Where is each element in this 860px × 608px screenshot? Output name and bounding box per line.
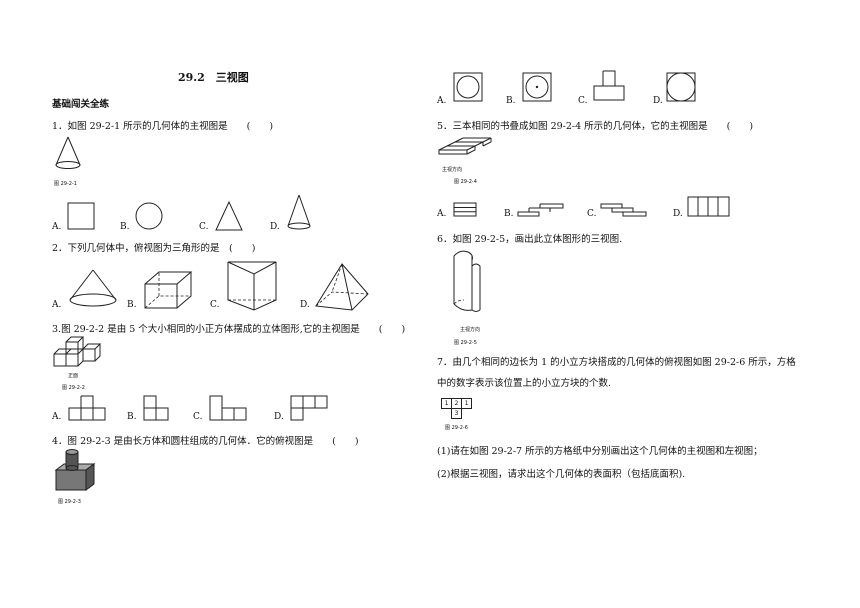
q4-option-d-view	[666, 72, 696, 102]
q1-cone-figure	[55, 136, 81, 169]
section-heading: 基础闯关全练	[52, 99, 110, 110]
question-6-text: 6．如图 29-2-5，画出此立体图形的三视图.	[437, 234, 623, 245]
grid-cell: 3	[451, 408, 462, 419]
question-4-text: 4．图 29-2-3 是由长方体和圆柱组成的几何体．它的俯视图是 ( )	[52, 436, 359, 447]
q5-option-b-view	[517, 203, 564, 217]
q6-direction-label: 主视方向	[460, 327, 481, 333]
q5-option-a-label: A.	[437, 209, 447, 219]
q3-front-label: 正面	[68, 373, 79, 379]
q3-option-c-view	[209, 395, 247, 421]
q6-cylinder-figure	[453, 250, 481, 312]
q2-option-c-label: C.	[210, 300, 220, 310]
q1-option-b-label: B.	[120, 222, 130, 232]
q1-option-d-cone	[287, 194, 311, 230]
question-7-line-1: 7．由几个相同的边长为 1 的小立方块搭成的几何体的俯视图如图 29-2-6 所…	[437, 357, 796, 368]
question-5-text: 5．三本相同的书叠成如图 29-2-4 所示的几何体，它的主视图是 ( )	[437, 121, 754, 132]
q5-direction-label: 主视方向	[442, 167, 463, 173]
q3-cubes-figure	[53, 336, 102, 367]
q3-option-b-label: B.	[127, 412, 137, 422]
q4-caption: 图 29-2-3	[58, 499, 81, 505]
q3-option-c-label: C.	[193, 412, 203, 422]
q5-caption: 图 29-2-4	[454, 179, 477, 185]
q2-option-a-label: A.	[52, 300, 62, 310]
page-title: 29.2 三视图	[178, 71, 249, 84]
question-7-part-1: (1)请在如图 29-2-7 所示的方格纸中分别画出这个几何体的主视图和左视图；	[437, 446, 763, 457]
q4-option-d-label: D.	[653, 96, 663, 106]
q4-option-a-label: A.	[437, 96, 447, 106]
q4-option-c-label: C.	[578, 96, 588, 106]
question-1-text: 1．如图 29-2-1 所示的几何体的主视图是 ( )	[52, 121, 274, 132]
q2-option-d-label: D.	[300, 300, 310, 310]
q5-option-b-label: B.	[504, 209, 514, 219]
question-7-line-2: 中的数字表示该位置上的小立方块的个数.	[437, 378, 612, 389]
q3-option-a-label: A.	[52, 412, 62, 422]
q1-option-c-label: C.	[199, 222, 209, 232]
q2-option-d-pyramid	[315, 263, 369, 311]
q7-top-view-grid: 1 2 1 3	[441, 398, 472, 419]
q1-option-a-square	[67, 202, 95, 230]
q4-cuboid-cylinder-figure	[54, 449, 96, 491]
q6-caption: 图 29-2-5	[454, 340, 477, 346]
question-3-text: 3.图 29-2-2 是由 5 个大小相同的小正方体摆成的立体图形,它的主视图是…	[52, 324, 406, 335]
q5-option-d-label: D.	[673, 209, 683, 219]
q4-option-b-label: B.	[506, 96, 516, 106]
q5-option-c-label: C.	[587, 209, 597, 219]
q1-option-a-label: A.	[52, 222, 62, 232]
q5-option-c-view	[600, 203, 647, 217]
q3-option-d-view	[290, 395, 328, 421]
q2-option-a-cone	[69, 269, 117, 307]
q5-option-a-view	[453, 202, 477, 217]
q1-option-b-circle	[135, 202, 163, 230]
grid-cell: 1	[461, 398, 472, 409]
q4-option-b-view	[522, 72, 552, 102]
q4-option-a-view	[453, 72, 483, 102]
q4-option-c-view	[593, 70, 625, 101]
q5-books-figure	[438, 137, 492, 155]
q7-caption: 图 29-2-6	[445, 425, 468, 431]
q2-option-c-prism	[227, 261, 277, 311]
q3-option-b-view	[143, 395, 169, 421]
q1-option-c-triangle	[215, 200, 243, 231]
q3-option-d-label: D.	[274, 412, 284, 422]
q3-caption: 图 29-2-2	[62, 385, 85, 391]
q2-option-b-cuboid	[144, 271, 193, 309]
question-2-text: 2．下列几何体中，俯视图为三角形的是 ( )	[52, 243, 256, 254]
q3-option-a-view	[68, 395, 106, 421]
question-7-part-2: (2)根据三视图，请求出这个几何体的表面积（包括底面积).	[437, 469, 686, 480]
q1-option-d-label: D.	[270, 222, 280, 232]
q2-option-b-label: B.	[127, 300, 137, 310]
q5-option-d-view	[687, 196, 730, 217]
q1-caption: 图 29-2-1	[54, 181, 77, 187]
